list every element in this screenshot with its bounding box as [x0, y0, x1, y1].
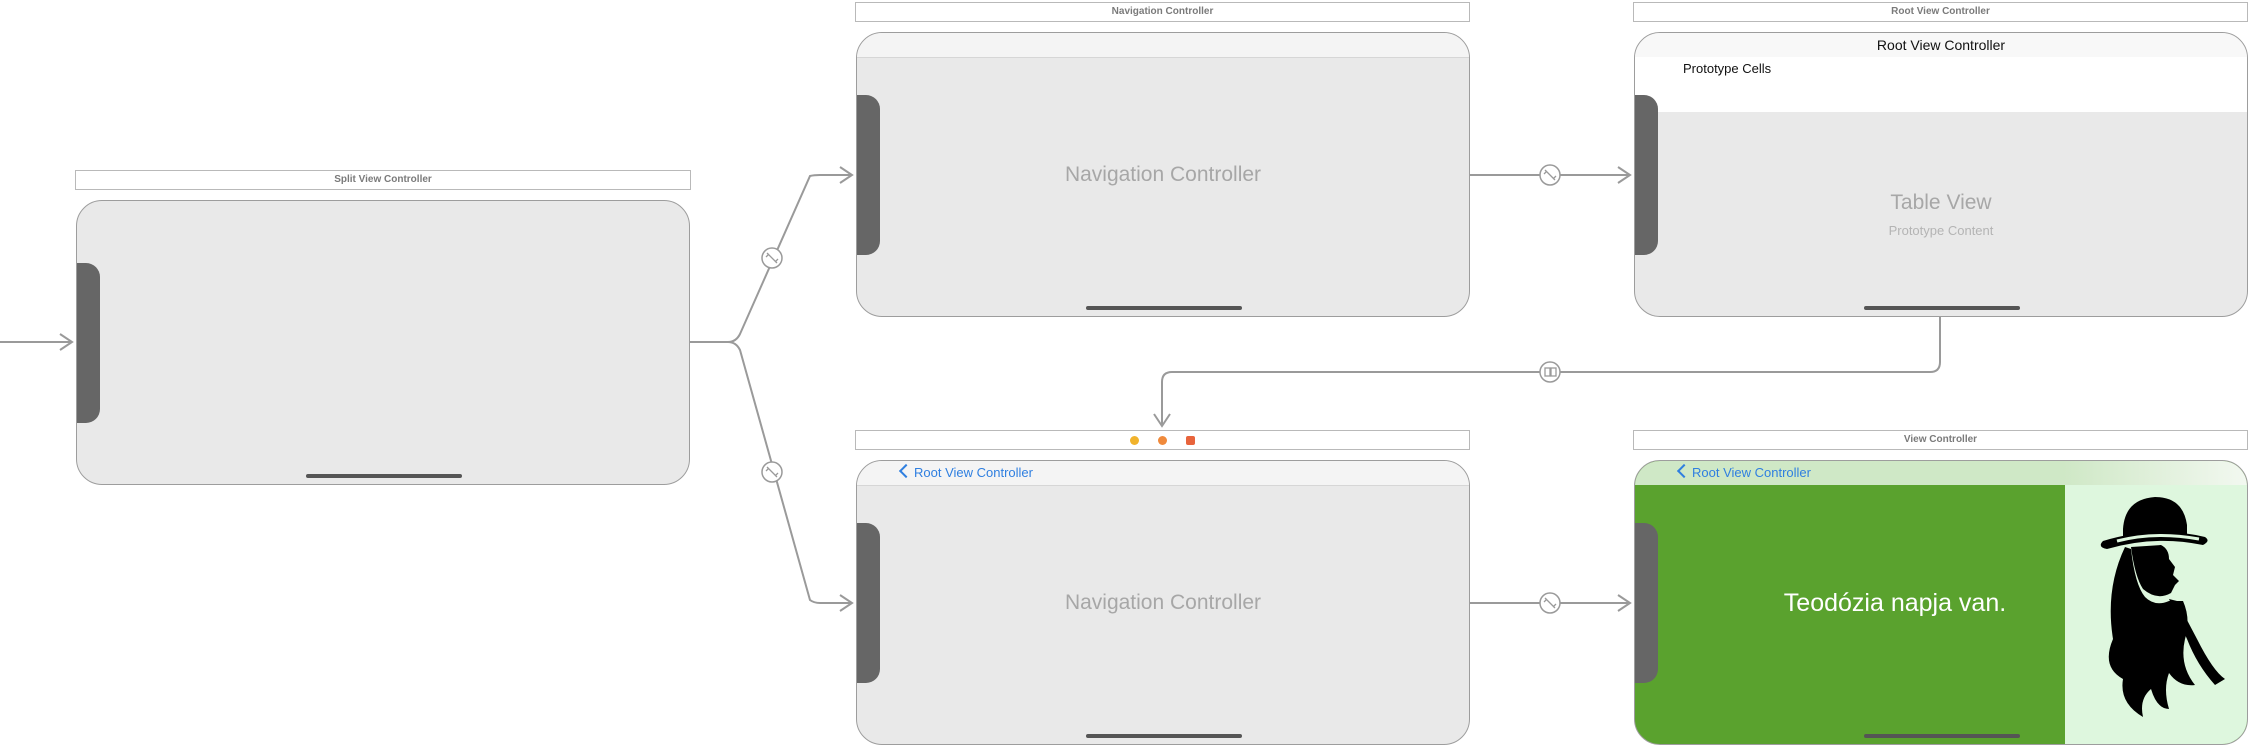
home-indicator — [306, 474, 462, 478]
back-button[interactable]: Root View Controller — [1676, 463, 1811, 483]
navigation-bar: Root View Controller — [1635, 461, 2247, 485]
detail-navigation-controller-title[interactable] — [855, 430, 1470, 450]
nav-title: Root View Controller — [1876, 37, 2006, 53]
device-notch — [1635, 95, 1658, 255]
exit-icon[interactable] — [1186, 436, 1195, 445]
chevron-left-icon — [898, 463, 914, 479]
home-indicator — [1864, 306, 2020, 310]
view-controller-title[interactable]: View Controller — [1633, 430, 2248, 450]
scene-placeholder-label: Navigation Controller — [1064, 591, 1262, 614]
navigation-bar: Root View Controller — [857, 461, 1469, 486]
home-indicator — [1086, 306, 1242, 310]
back-button-label: Root View Controller — [914, 465, 1033, 480]
scene-placeholder-label: Navigation Controller — [1064, 163, 1262, 186]
split-view-controller-scene[interactable] — [76, 200, 690, 485]
home-indicator — [1086, 734, 1242, 738]
message-label: Teodózia napja van. — [1783, 589, 2007, 617]
device-notch — [77, 263, 100, 423]
table-view-label: Table View — [1890, 191, 1992, 214]
home-indicator — [1864, 734, 2020, 738]
prototype-cells-section[interactable]: Prototype Cells — [1635, 57, 2247, 112]
woman-with-hat-silhouette-icon — [2100, 497, 2225, 717]
first-responder-icon[interactable] — [1158, 436, 1167, 445]
back-button[interactable]: Root View Controller — [898, 463, 1033, 483]
view-controller-scene[interactable]: Root View Controller Teodózia napja van. — [1634, 460, 2248, 745]
device-notch — [857, 95, 880, 255]
detail-navigation-controller-scene[interactable]: Root View Controller Navigation Controll… — [856, 460, 1470, 745]
segue-split-to-nav-bottom — [727, 341, 850, 604]
image-panel — [2065, 485, 2247, 744]
navigation-controller-title[interactable]: Navigation Controller — [855, 2, 1470, 22]
navigation-bar: Root View Controller — [1635, 33, 2247, 58]
root-view-controller-title[interactable]: Root View Controller — [1633, 2, 2248, 22]
root-view-controller-scene[interactable]: Root View Controller Prototype Cells Tab… — [1634, 32, 2248, 317]
navigation-bar — [857, 33, 1469, 58]
navigation-controller-scene[interactable]: Navigation Controller — [856, 32, 1470, 317]
split-view-controller-title[interactable]: Split View Controller — [75, 170, 691, 190]
device-notch — [857, 523, 880, 683]
device-notch — [1635, 523, 1658, 683]
section-header-label: Prototype Cells — [1683, 61, 1772, 76]
view-controller-icon[interactable] — [1130, 436, 1139, 445]
chevron-left-icon — [1676, 463, 1692, 479]
back-button-label: Root View Controller — [1692, 465, 1811, 480]
table-view-sublabel: Prototype Content — [1888, 223, 1994, 238]
